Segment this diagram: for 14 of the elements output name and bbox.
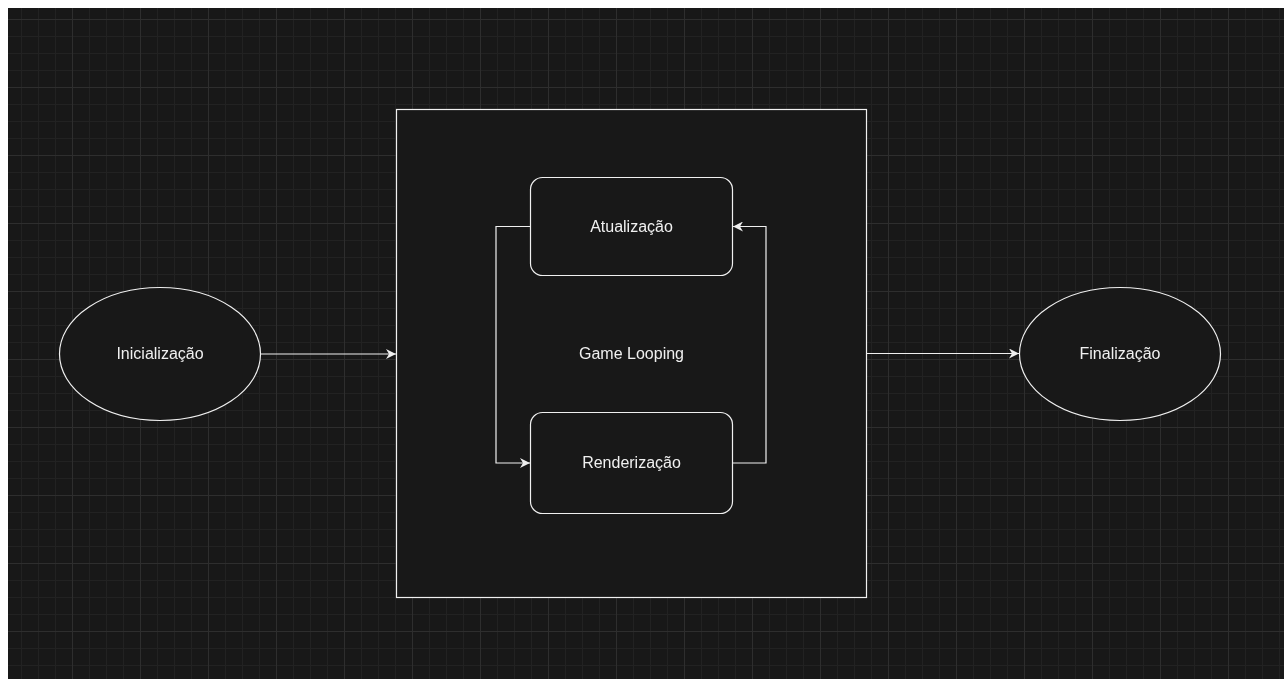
arrow [732,221,767,464]
process-box [530,177,733,276]
node-label: Finalização [1079,345,1161,363]
arrow [495,225,531,468]
container-box [396,109,867,598]
node-label: Atualização [590,217,673,236]
ellipse-node [1019,287,1221,421]
arrow [866,348,1020,359]
process-box [530,412,733,514]
node-label: Game Looping [579,344,684,363]
node-label: Renderização [582,454,681,472]
node-label: Inicialização [116,345,204,363]
arrow [260,349,397,359]
ellipse-node [59,287,261,421]
